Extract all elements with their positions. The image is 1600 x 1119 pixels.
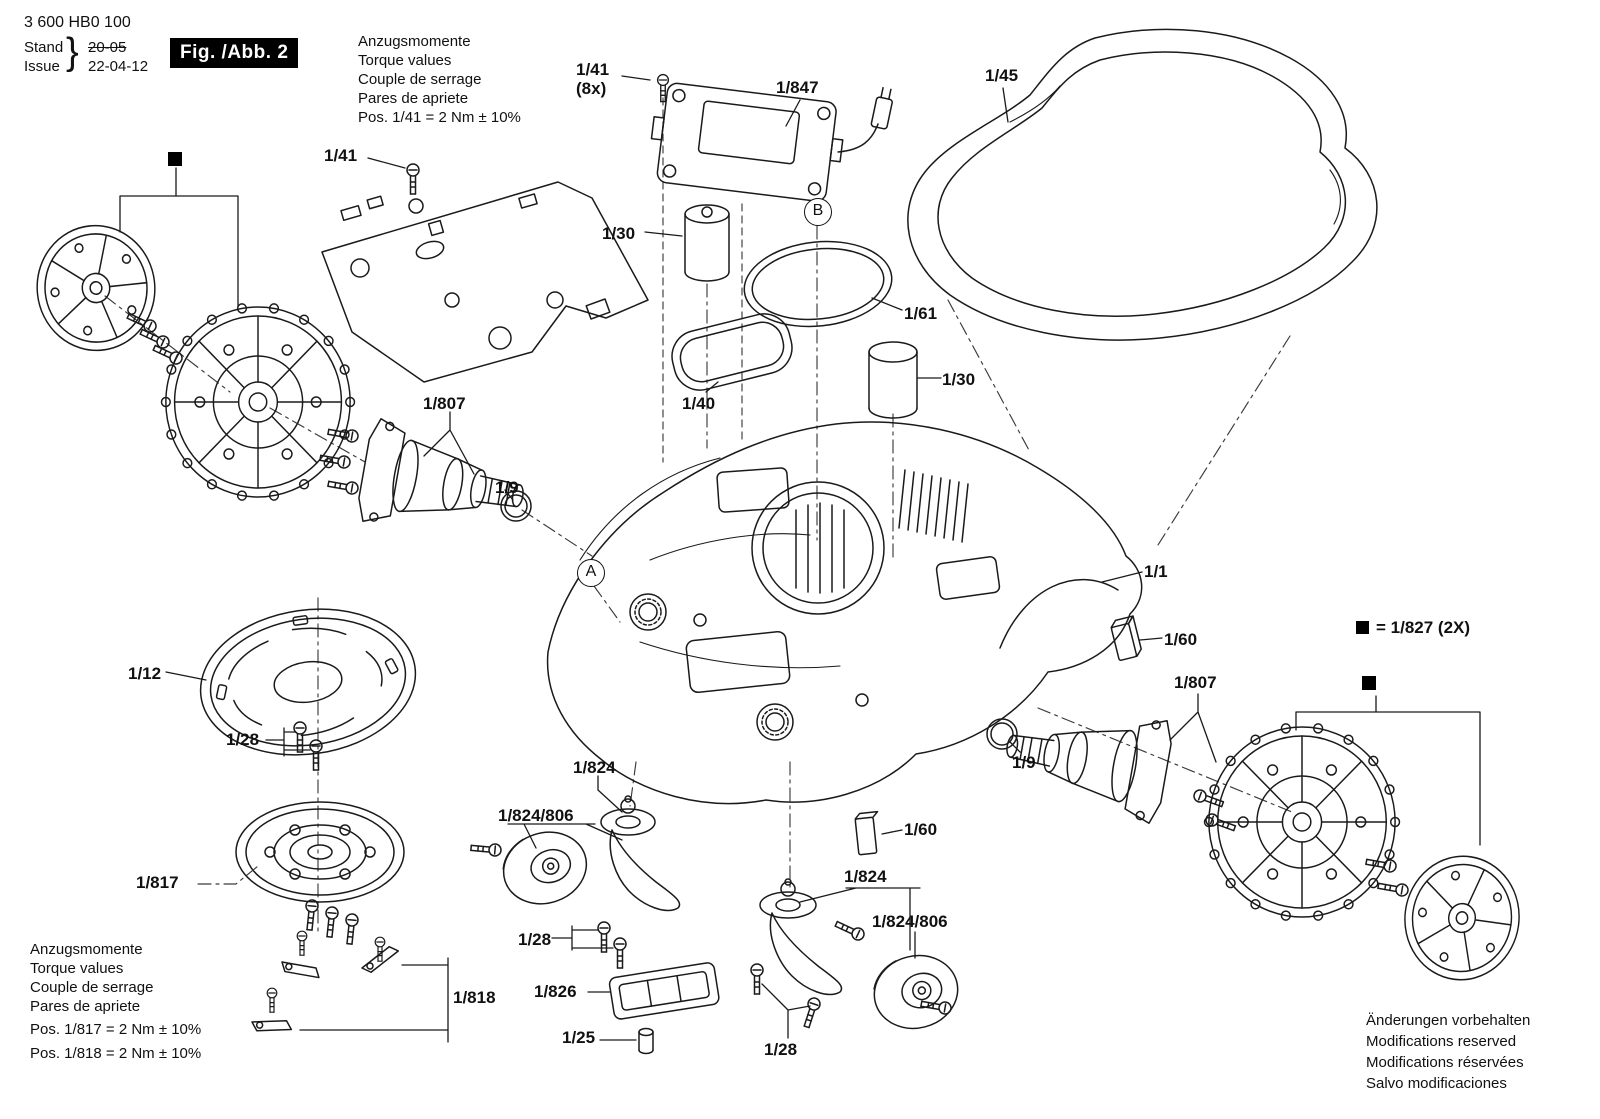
- damper-cylinder-right: [868, 341, 918, 419]
- torque-bottom-line6: Pos. 1/818 = 2 Nm ± 10%: [30, 1045, 202, 1062]
- footer-note: Änderungen vorbehalten Modifications res…: [1366, 1010, 1530, 1094]
- control-module: [650, 82, 893, 202]
- label-1-28-left: 1/28: [226, 730, 260, 749]
- drive-wheel-right: [1203, 723, 1401, 921]
- torque-top-line5: Pos. 1/41 = 2 Nm ± 10%: [358, 109, 521, 126]
- drive-wheel-left: [160, 303, 356, 501]
- sealing-ring: [743, 240, 893, 328]
- wheel-cap-left: [30, 219, 162, 357]
- marker-square-left: [168, 152, 182, 166]
- legend-1-827: = 1/827 (2X): [1356, 618, 1470, 638]
- torque-bottom-line5: Pos. 1/817 = 2 Nm ± 10%: [30, 1021, 202, 1038]
- footer-line1: Änderungen vorbehalten: [1366, 1012, 1531, 1029]
- label-1-824-806-lower: 1/824/806: [872, 912, 948, 931]
- label-1-12: 1/12: [128, 664, 162, 683]
- label-1-824-lower: 1/824: [844, 867, 887, 886]
- label-1-28-bottom: 1/28: [764, 1040, 798, 1059]
- torque-top-line3: Couple de serrage: [358, 71, 482, 88]
- tray: [608, 962, 720, 1020]
- o-ring-right: [986, 718, 1018, 750]
- pcb-board: [321, 181, 649, 383]
- wheel-cap-right: [1396, 848, 1528, 988]
- label-1-1: 1/1: [1144, 562, 1168, 581]
- caster-swivel-upper: [600, 795, 681, 912]
- label-1-61: 1/61: [904, 304, 938, 323]
- label-1-45: 1/45: [985, 66, 1019, 85]
- label-1-807-left: 1/807: [423, 394, 466, 413]
- label-1-30-right: 1/30: [942, 370, 976, 389]
- label-1-826: 1/826: [534, 982, 577, 1001]
- o-ring-left: [500, 490, 532, 522]
- label-1-818: 1/818: [453, 988, 496, 1007]
- block-lower: [854, 810, 879, 856]
- label-1-824-806-upper: 1/824/806: [498, 806, 574, 825]
- label-1-60-lower: 1/60: [904, 820, 938, 839]
- footer-line4: Salvo modificaciones: [1366, 1075, 1507, 1092]
- construction-lines: [104, 97, 1293, 936]
- leader-lines: [119, 75, 1481, 1043]
- torque-top-line2: Torque values: [358, 52, 452, 69]
- label-1-9-right: 1/9: [1012, 753, 1036, 772]
- torque-bottom-line4: Pares de apriete: [30, 998, 141, 1015]
- caster-swivel-lower: [759, 878, 843, 996]
- label-1-28-mid: 1/28: [518, 930, 552, 949]
- figure-badge: Fig. /Abb. 2: [170, 38, 299, 68]
- caster-roller-lower: [873, 954, 959, 1030]
- footer-line2: Modifications reserved: [1366, 1033, 1517, 1050]
- label-1-41-8x: 1/41 (8x): [576, 60, 609, 98]
- label-1-60-upper: 1/60: [1164, 630, 1198, 649]
- torque-note-top: Anzugsmomente Torque values Couple de se…: [358, 32, 521, 127]
- gasket: [671, 313, 793, 391]
- label-1-847: 1/847: [776, 78, 819, 97]
- torque-bottom-line3: Couple de serrage: [30, 979, 154, 996]
- marker-square-right: [1362, 676, 1376, 690]
- issue-value: 22-04-12: [88, 58, 149, 75]
- mow-disc: [235, 801, 405, 903]
- issue-label: Issue: [24, 58, 60, 75]
- pin: [638, 1027, 654, 1055]
- stand-label: Stand: [24, 39, 64, 56]
- torque-top-line4: Pares de apriete: [358, 90, 469, 107]
- torque-top-line1: Anzugsmomente: [358, 33, 471, 50]
- brace: }: [66, 31, 79, 73]
- block-upper: [1110, 615, 1142, 661]
- label-1-25: 1/25: [562, 1028, 596, 1047]
- label-1-41: 1/41: [324, 146, 358, 165]
- label-1-9-left: 1/9: [495, 478, 519, 497]
- label-1-41-8x-text: 1/41: [576, 60, 610, 79]
- label-1-40: 1/40: [682, 394, 716, 413]
- legend-text: = 1/827 (2X): [1376, 618, 1471, 637]
- torque-bottom-line1: Anzugsmomente: [30, 941, 143, 958]
- chassis: [546, 421, 1143, 805]
- callout-a: A: [577, 559, 605, 587]
- part-number: 3 600 HB0 100: [24, 14, 131, 31]
- torque-note-bottom: Anzugsmomente Torque values Couple de se…: [30, 940, 201, 1063]
- label-1-824-upper: 1/824: [573, 758, 616, 777]
- label-1-807-right: 1/807: [1174, 673, 1217, 692]
- caster-roller-upper: [502, 831, 588, 905]
- callout-b: B: [804, 198, 832, 226]
- torque-bottom-line2: Torque values: [30, 960, 124, 977]
- footer-line3: Modifications réservées: [1366, 1054, 1524, 1071]
- label-1-41-8x-sub: (8x): [576, 79, 607, 99]
- stand-value: 20-05: [88, 39, 127, 56]
- damper-cylinder-top: [684, 204, 730, 282]
- top-cover: [907, 28, 1378, 341]
- legend-square-icon: [1356, 621, 1369, 634]
- label-1-817: 1/817: [136, 873, 179, 892]
- label-1-30-top: 1/30: [602, 224, 636, 243]
